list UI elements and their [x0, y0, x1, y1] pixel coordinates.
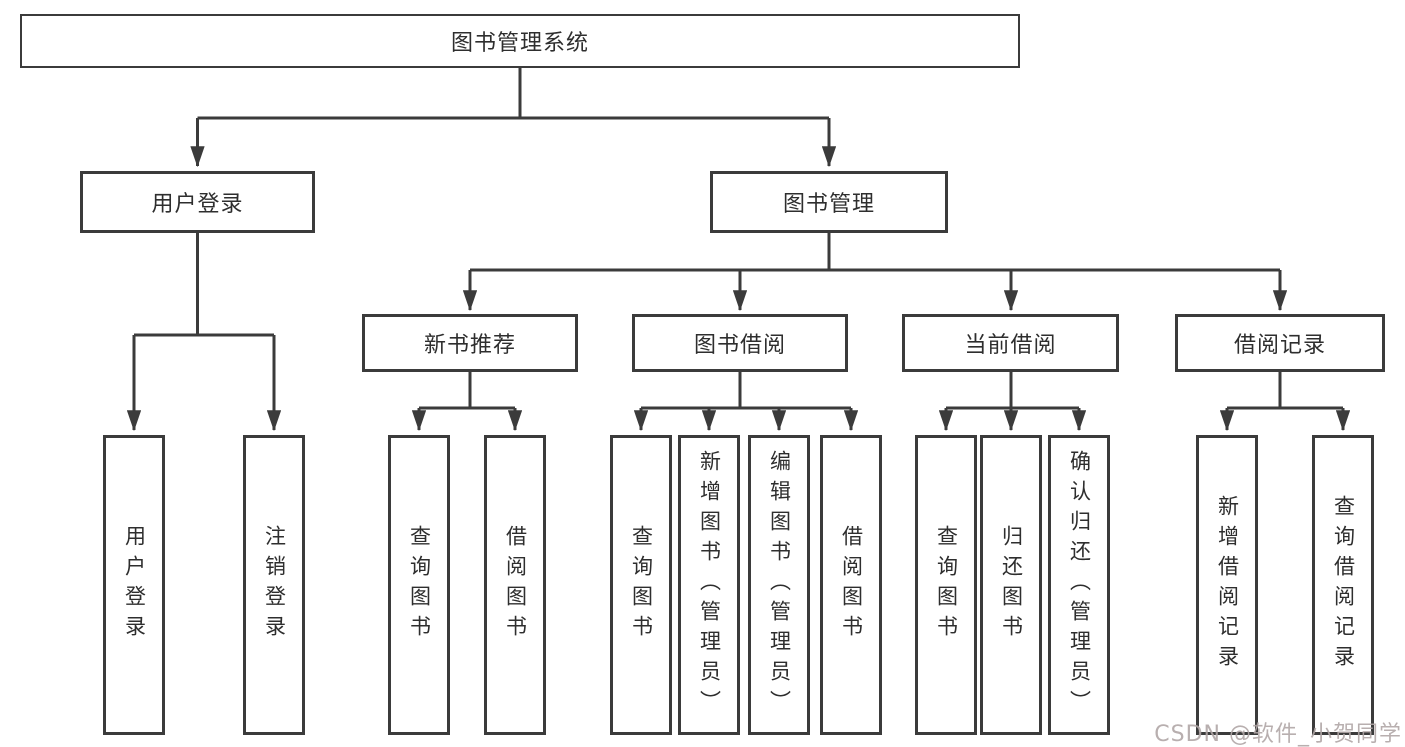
- leaf-confirm-return-admin-label: 确认归还（管理员）: [1067, 450, 1092, 720]
- leaf-user-login-label: 用户登录: [122, 525, 147, 645]
- node-book-management: 图书管理: [710, 171, 948, 233]
- leaf-query-books-current-label: 查询图书: [934, 525, 959, 645]
- node-book-borrowing: 图书借阅: [632, 314, 848, 372]
- leaf-add-book-admin: 新增图书（管理员）: [678, 435, 740, 735]
- node-book-management-label: 图书管理: [782, 192, 875, 217]
- connector-new-book-recommend: [411, 372, 523, 432]
- leaf-add-book-admin-label: 新增图书（管理员）: [697, 450, 722, 720]
- leaf-logout-label: 注销登录: [262, 525, 287, 645]
- leaf-query-borrow-record-label: 查询借阅记录: [1331, 495, 1356, 675]
- node-borrowing-records-label: 借阅记录: [1233, 333, 1326, 358]
- leaf-borrow-books-recommend: 借阅图书: [484, 435, 546, 735]
- leaf-add-borrow-record-label: 新增借阅记录: [1215, 495, 1240, 675]
- node-new-book-recommend: 新书推荐: [362, 314, 578, 372]
- node-user-login-branch: 用户登录: [80, 171, 315, 233]
- node-current-borrowing-label: 当前借阅: [964, 333, 1057, 358]
- leaf-query-books-recommend-label: 查询图书: [407, 525, 432, 645]
- node-book-borrowing-label: 图书借阅: [693, 333, 786, 358]
- leaf-query-books-borrowing: 查询图书: [610, 435, 672, 735]
- connector-current-borrowing: [938, 372, 1087, 432]
- leaf-borrow-books: 借阅图书: [820, 435, 882, 735]
- connector-book-management-branch: [462, 233, 1288, 312]
- connector-root-to-level2: [190, 68, 837, 168]
- leaf-edit-book-admin: 编辑图书（管理员）: [748, 435, 810, 735]
- csdn-watermark: CSDN @软件_小贺同学: [1154, 722, 1402, 747]
- leaf-query-books-recommend: 查询图书: [388, 435, 450, 735]
- leaf-add-borrow-record: 新增借阅记录: [1196, 435, 1258, 735]
- connector-borrowing-records: [1219, 372, 1351, 432]
- connector-book-borrowing: [633, 372, 859, 432]
- node-root-label: 图书管理系统: [450, 31, 589, 56]
- leaf-user-login: 用户登录: [103, 435, 165, 735]
- leaf-query-books-borrowing-label: 查询图书: [629, 525, 654, 645]
- leaf-edit-book-admin-label: 编辑图书（管理员）: [767, 450, 792, 720]
- leaf-logout: 注销登录: [243, 435, 305, 735]
- leaf-return-book-label: 归还图书: [999, 525, 1024, 645]
- node-root-system: 图书管理系统: [20, 14, 1020, 68]
- leaf-query-books-current: 查询图书: [915, 435, 977, 735]
- leaf-query-borrow-record: 查询借阅记录: [1312, 435, 1374, 735]
- node-current-borrowing: 当前借阅: [902, 314, 1119, 372]
- leaf-confirm-return-admin: 确认归还（管理员）: [1048, 435, 1110, 735]
- leaf-borrow-books-label: 借阅图书: [839, 525, 864, 645]
- connector-user-login-branch: [126, 233, 282, 432]
- leaf-borrow-books-recommend-label: 借阅图书: [503, 525, 528, 645]
- node-user-login-branch-label: 用户登录: [151, 192, 244, 217]
- node-new-book-recommend-label: 新书推荐: [423, 333, 516, 358]
- node-borrowing-records: 借阅记录: [1175, 314, 1385, 372]
- leaf-return-book: 归还图书: [980, 435, 1042, 735]
